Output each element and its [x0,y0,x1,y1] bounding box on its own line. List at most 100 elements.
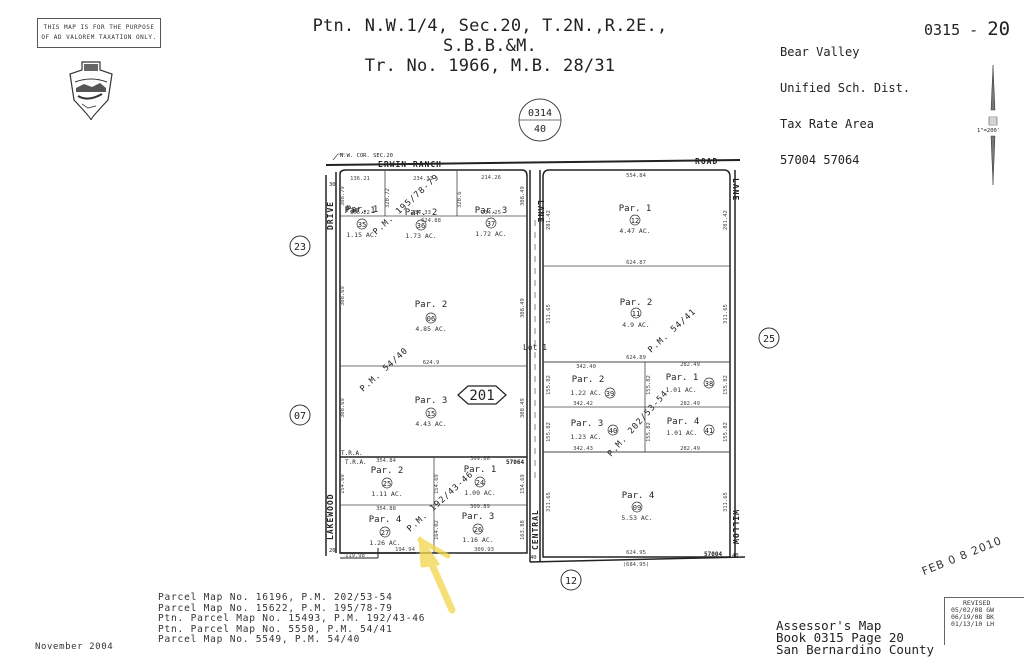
street-lakewood: LAKEWOOD [326,493,335,540]
svg-text:154.69: 154.69 [434,474,440,494]
svg-text:308.69: 308.69 [340,286,346,306]
street-willow: WILLOW [731,510,740,545]
svg-text:282.49: 282.49 [680,401,700,407]
street-drive: DRIVE [326,201,335,230]
parcel-map-item: Parcel Map No. 5549, P.M. 54/40 [158,634,361,645]
parcel-acres: 1.15 AC. [346,231,377,239]
adjacent-map-circle[interactable]: 0314 40 [518,98,562,142]
parcel-label: Par. 1 [346,205,379,215]
parcel-label: Par. 2 [415,300,448,310]
svg-text:163.88: 163.88 [520,520,526,540]
adjacent-page-25[interactable]: 25 [758,327,780,349]
section-corner-label: N.W. COR. SEC.20 [340,153,393,159]
svg-text:201: 201 [469,388,494,404]
parcel-acres: 4.9 AC. [622,321,649,329]
district-line-2: Unified Sch. Dist. [780,81,911,95]
disclaimer-box: THIS MAP IS FOR THE PURPOSE OF AD VALORE… [37,18,161,48]
svg-text:311.65: 311.65 [546,304,552,324]
svg-text:624.9: 624.9 [423,360,440,366]
parcel-label: Par. 4 [667,417,700,427]
parcel-apn: 37 [487,220,495,228]
revision-entry: 01/13/10 LH [951,620,995,628]
svg-text:308.79: 308.79 [340,186,346,206]
scale-label: 1"=200' [977,128,1000,134]
adjacent-page-23[interactable]: 23 [289,235,311,257]
svg-text:320.72: 320.72 [385,188,391,208]
parcel-acres: 1.72 AC. [475,230,506,238]
svg-text:40: 40 [530,555,537,561]
parcel-apn: 38 [705,380,713,388]
street-central: CENTRAL [531,509,540,550]
parcel-apn: 36 [417,222,425,230]
parcel-acres: 1.73 AC. [405,232,436,240]
svg-text:23: 23 [294,242,306,253]
svg-text:Par. 1: Par. 1 [345,206,376,216]
parcel-label: Par. 4 [369,515,402,525]
svg-text:624.95: 624.95 [626,550,646,556]
svg-text:281.42: 281.42 [546,210,552,230]
parcel-apn: 27 [381,529,389,537]
adjacent-page-12[interactable]: 12 [560,569,582,591]
parcel-apn: 06 [427,315,435,323]
parcel-label: Par. 2 [405,208,438,218]
parcel-apn: 26 [474,526,482,534]
svg-text:155.82: 155.82 [646,375,652,395]
svg-text:164.02: 164.02 [434,520,440,540]
svg-text:309.86: 309.86 [470,456,490,462]
parcel-apn: 24 [476,479,484,487]
street-lane-right: LANE [731,178,740,201]
tra-label: T.R.A. [341,450,363,457]
svg-text:342.43: 342.43 [573,446,593,452]
parcel-label: Par. 2 [371,466,404,476]
parcel-map-item: Ptn. Parcel Map No. 5550, P.M. 54/41 [158,623,393,635]
svg-text:309.93: 309.93 [474,547,494,553]
svg-text:308.69: 308.69 [340,398,346,418]
parcel-apn: 11 [632,310,640,318]
parcel-acres: 1.22 AC. [570,389,601,397]
svg-text:282.49: 282.49 [680,446,700,452]
parcel-map-list: Parcel Map No. 16196, P.M. 202/53-54 Par… [158,592,425,646]
parcel-map-item: Parcel Map No. 16196, P.M. 202/53-54 [158,592,393,603]
svg-text:311.65: 311.65 [546,492,552,512]
county-seal-icon [69,61,113,121]
revised-header: REVISED [963,599,991,607]
parcel-35[interactable]: Par. 1 [345,206,376,216]
adjacent-page-07[interactable]: 07 [289,404,311,426]
street-erwin-ranch: ERWIN RANCH [378,160,442,169]
svg-text:119.98: 119.98 [345,553,365,559]
map-title: Ptn. N.W.1/4, Sec.20, T.2N.,R.2E., S.B.B… [270,16,710,76]
parcel-label: Par. 1 [619,204,652,214]
parcel-apn: 41 [705,427,713,435]
parcel-label: Par. 2 [572,375,605,385]
title-line-2: Tr. No. 1966, M.B. 28/31 [364,56,616,76]
svg-text:136.21: 136.21 [350,176,370,182]
svg-text:154.69: 154.69 [520,474,526,494]
parcel-map-item: Parcel Map No. 15622, P.M. 195/78-79 [158,602,393,614]
parcel-acres: 1.26 AC. [369,539,400,547]
pm-ref-54-40: P.M. 54/40 [358,346,410,394]
adjacent-page: 40 [534,124,546,135]
parcel-label: Par. 1 [666,373,699,383]
parcel-label: Par. 3 [462,512,495,522]
district-line-4: 57004 57064 [780,153,860,167]
svg-text:194.94: 194.94 [395,547,416,553]
north-arrow-icon: 1"=200' [977,64,1000,186]
parcel-label: Par. 1 [464,465,497,475]
district-line-1: Bear Valley [780,45,860,59]
svg-text:156.22: 156.22 [350,210,370,216]
parcel-label: Par. 3 [475,206,508,216]
parcel-apn: 09 [633,504,641,512]
svg-text:308.49: 308.49 [520,398,526,418]
parcel-apn: 15 [427,410,435,418]
svg-text:155.82: 155.82 [546,375,552,395]
parcel-acres: 1.11 AC. [371,490,402,498]
parcel-label: Par. 2 [620,298,653,308]
svg-text:07: 07 [294,411,306,422]
svg-text:309.89: 309.89 [470,504,490,510]
pm-ref-192: P.M. 192/43-46 [405,469,475,534]
svg-text:281.42: 281.42 [723,210,729,230]
revision-box: REVISED 05/02/08 GW 06/19/08 BK 01/13/10… [944,597,1024,645]
parcel-acres: 4.43 AC. [415,420,446,428]
parcel-label: Par. 4 [622,491,655,501]
